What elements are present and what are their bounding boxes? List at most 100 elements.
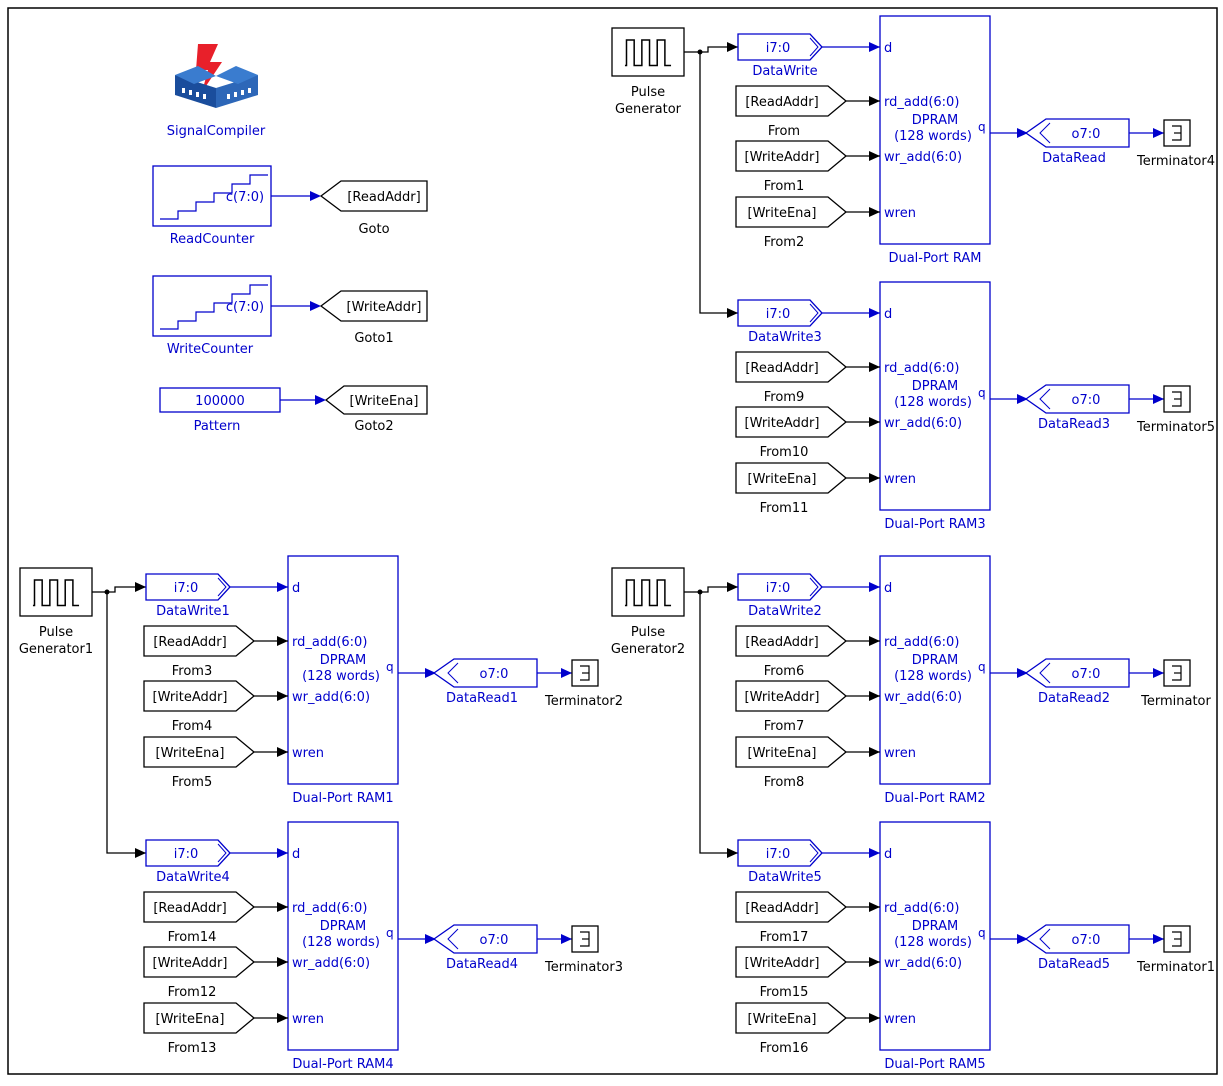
ram-unit-4-port-3: wren xyxy=(884,746,916,761)
ram-unit-0-from-2[interactable] xyxy=(735,140,848,172)
ram-unit-4-from-3-label: From8 xyxy=(764,775,804,790)
ram-unit-4-datawrite-port[interactable] xyxy=(737,573,823,601)
goto-write-ena[interactable] xyxy=(324,385,428,415)
ram-unit-1-from-2-label: From10 xyxy=(760,445,809,460)
pulse-generator-0[interactable] xyxy=(611,27,685,77)
ram-unit-1-arrow-from-3 xyxy=(869,473,880,483)
ram-unit-5-datawrite-port[interactable] xyxy=(737,839,823,867)
ram-unit-1-terminator[interactable] xyxy=(1163,385,1191,413)
ram-unit-5-from-3-tag: [WriteEna] xyxy=(748,1012,817,1027)
ram-unit-1-port-q: q xyxy=(978,386,986,400)
pulse-generator-2-label-line2: Generator2 xyxy=(611,642,685,657)
ram-unit-1-from-2[interactable] xyxy=(735,406,848,438)
ram-unit-5-from-3[interactable] xyxy=(735,1002,848,1034)
ram-unit-1-from-3[interactable] xyxy=(735,462,848,494)
ram-unit-2-dual-port-ram[interactable] xyxy=(287,555,399,785)
ram-unit-2-from-3-label: From5 xyxy=(172,775,212,790)
ram-unit-0-datawrite-port[interactable] xyxy=(737,33,823,61)
ram-unit-0-datawrite-chevron-icon xyxy=(809,37,819,57)
gen-arrow-a-2 xyxy=(727,582,738,592)
ram-unit-1-dpram-words: (128 words) xyxy=(894,395,972,410)
ram-unit-1-dual-port-ram[interactable] xyxy=(879,281,991,511)
ram-unit-0-terminator[interactable] xyxy=(1163,119,1191,147)
ram-unit-4-port-2: wr_add(6:0) xyxy=(884,690,962,705)
ram-unit-2-datawrite-port[interactable] xyxy=(145,573,231,601)
ram-unit-5-arrow-from-2 xyxy=(869,957,880,967)
ram-unit-2-from-3[interactable] xyxy=(143,736,256,768)
ram-unit-3-dataread-label: DataRead4 xyxy=(446,957,518,972)
ram-unit-5-dataread-chevron-icon xyxy=(1039,928,1051,950)
ram-unit-5-from-2-label: From15 xyxy=(760,985,809,1000)
ram-unit-2-port-q: q xyxy=(386,660,394,674)
gen-branch-a-2 xyxy=(700,586,738,593)
ram-unit-0-dual-port-ram[interactable] xyxy=(879,15,991,245)
goto-write-addr[interactable] xyxy=(319,290,428,322)
ram-unit-3-datawrite-label: DataWrite4 xyxy=(156,870,230,885)
ram-unit-4-dataread-chevron-icon xyxy=(1039,662,1051,684)
gen-branch-b-0 xyxy=(699,52,738,314)
ram-unit-0-from-3[interactable] xyxy=(735,196,848,228)
ram-unit-2-dpram-title: DPRAM xyxy=(320,653,366,668)
ram-unit-2-dataread-chevron-icon xyxy=(447,662,459,684)
ram-unit-3-from-1[interactable] xyxy=(143,891,256,923)
ram-unit-3-dataread-text: o7:0 xyxy=(480,933,509,948)
ram-unit-1-datawrite-text: i7:0 xyxy=(766,307,791,322)
ram-unit-1-datawrite-port[interactable] xyxy=(737,299,823,327)
read-counter-label: ReadCounter xyxy=(170,232,255,247)
ram-unit-3-datawrite-port[interactable] xyxy=(145,839,231,867)
ram-unit-0-from-1[interactable] xyxy=(735,85,848,117)
ram-unit-1-dataread-text: o7:0 xyxy=(1072,393,1101,408)
ram-unit-0-dataread-text: o7:0 xyxy=(1072,127,1101,142)
ram-unit-1-dataread-chevron-icon xyxy=(1039,388,1051,410)
ram-unit-2-from-1-tag: [ReadAddr] xyxy=(153,635,226,650)
signal-compiler-label: SignalCompiler xyxy=(167,124,266,139)
ram-unit-3-dpram-words: (128 words) xyxy=(302,935,380,950)
ram-unit-3-arrow-from-2 xyxy=(277,957,288,967)
ram-unit-4-arrow-from-2 xyxy=(869,691,880,701)
goto2-label: Goto2 xyxy=(354,419,393,434)
ram-unit-3-arrow-q xyxy=(425,934,436,944)
ram-unit-4-arrow-term xyxy=(1153,668,1164,678)
signal-compiler-icon[interactable] xyxy=(175,44,258,108)
ram-unit-3-from-3-label: From13 xyxy=(168,1041,217,1056)
ram-unit-3-from-2[interactable] xyxy=(143,946,256,978)
ram-unit-4-dual-port-ram[interactable] xyxy=(879,555,991,785)
ram-unit-5-arrow-from-3 xyxy=(869,1013,880,1023)
ram-unit-4-datawrite-label: DataWrite2 xyxy=(748,604,822,619)
ram-unit-4-from-2[interactable] xyxy=(735,680,848,712)
ram-unit-4-from-1[interactable] xyxy=(735,625,848,657)
pulse-generator-2[interactable] xyxy=(611,567,685,617)
ram-unit-3-ram-label: Dual-Port RAM4 xyxy=(292,1057,393,1072)
ram-unit-4-arrow-from-1 xyxy=(869,636,880,646)
ram-unit-1-from-3-label: From11 xyxy=(760,501,809,516)
ram-unit-2-from-1[interactable] xyxy=(143,625,256,657)
ram-unit-2-from-1-label: From3 xyxy=(172,664,212,679)
ram-unit-1-from-1-label: From9 xyxy=(764,390,804,405)
ram-unit-4-datawrite-text: i7:0 xyxy=(766,581,791,596)
ram-unit-3-port-3: wren xyxy=(292,1012,324,1027)
ram-unit-3-port-q: q xyxy=(386,926,394,940)
ram-unit-5-from-2[interactable] xyxy=(735,946,848,978)
ram-unit-5-port-2: wr_add(6:0) xyxy=(884,956,962,971)
ram-unit-5-arrow-d xyxy=(869,848,880,858)
goto-read-addr[interactable] xyxy=(319,180,428,212)
ram-unit-2-datawrite-text: i7:0 xyxy=(174,581,199,596)
ram-unit-2-dataread-label: DataRead1 xyxy=(446,691,518,706)
ram-unit-2-terminator-label: Terminator2 xyxy=(544,694,623,709)
ram-unit-3-arrow-d xyxy=(277,848,288,858)
ram-unit-5-dual-port-ram[interactable] xyxy=(879,821,991,1051)
gen-arrow-b-2 xyxy=(727,848,738,858)
ram-unit-5-dpram-words: (128 words) xyxy=(894,935,972,950)
pulse-generator-1-label-line1: Pulse xyxy=(39,625,73,640)
ram-unit-4-from-3[interactable] xyxy=(735,736,848,768)
ram-unit-3-dual-port-ram[interactable] xyxy=(287,821,399,1051)
ram-unit-3-port-1: rd_add(6:0) xyxy=(292,901,367,916)
ram-unit-3-from-3[interactable] xyxy=(143,1002,256,1034)
ram-unit-5-port-3: wren xyxy=(884,1012,916,1027)
ram-unit-1-arrow-term xyxy=(1153,394,1164,404)
ram-unit-2-from-2[interactable] xyxy=(143,680,256,712)
ram-unit-0-arrow-term xyxy=(1153,128,1164,138)
ram-unit-5-from-1[interactable] xyxy=(735,891,848,923)
ram-unit-1-from-1[interactable] xyxy=(735,351,848,383)
pulse-generator-1[interactable] xyxy=(19,567,93,617)
